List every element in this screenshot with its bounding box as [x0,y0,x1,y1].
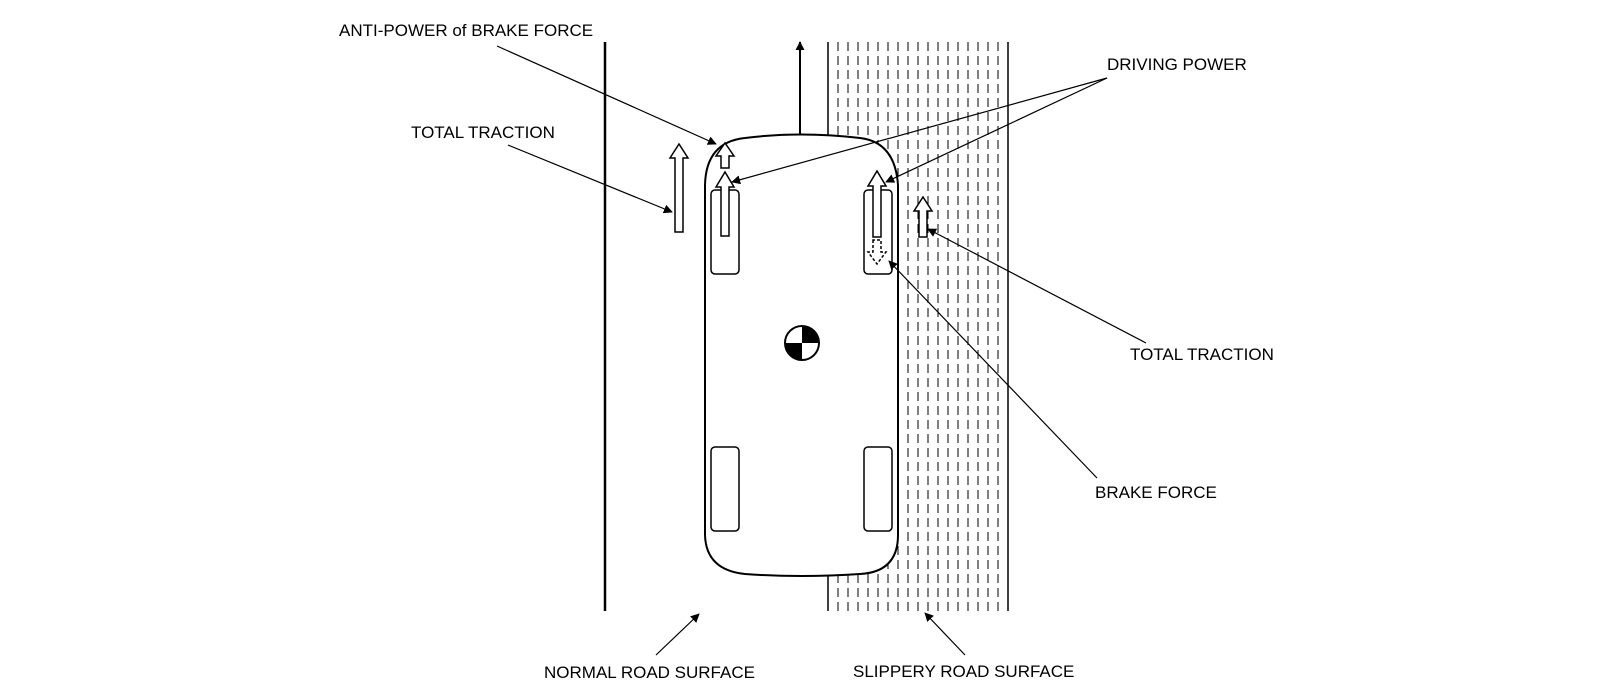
leader-driving-power-right [885,77,1108,183]
total-traction-right-arrow [912,195,934,238]
leader-total-traction-right [927,228,1147,344]
driving-power-left-arrow [714,170,736,237]
total-traction-left-arrow [668,142,690,233]
anti-power-brake-force-arrow [714,141,736,169]
label-slippery-road-surface: SLIPPERY ROAD SURFACE [853,662,1074,681]
label-normal-road-surface: NORMAL ROAD SURFACE [544,663,755,682]
leader-slippery-road-surface [924,612,966,656]
leader-normal-road-surface [655,613,700,656]
leader-total-traction-left [507,144,673,214]
label-total-traction-left: TOTAL TRACTION [411,123,555,142]
label-driving-power: DRIVING POWER [1107,55,1247,74]
leader-brake-force [888,260,1098,479]
leader-driving-power-left [731,77,1108,185]
label-total-traction-right: TOTAL TRACTION [1130,345,1274,364]
label-brake-force: BRAKE FORCE [1095,483,1217,502]
label-anti-power-brake-force: ANTI-POWER of BRAKE FORCE [339,21,593,40]
brake-force-arrow [866,239,888,266]
driving-power-right-arrow [866,169,888,238]
rear-right-wheel [863,446,893,532]
rear-left-wheel [710,446,740,532]
leader-anti-power [496,45,717,145]
center-of-gravity-icon [784,325,820,361]
